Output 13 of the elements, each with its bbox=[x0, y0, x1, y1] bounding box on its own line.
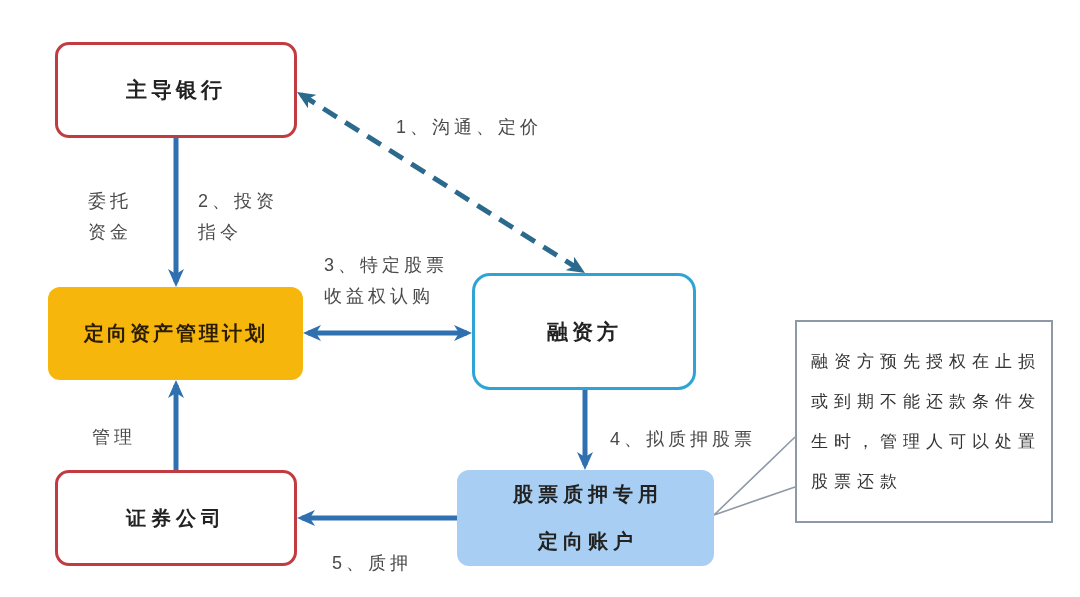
process-box: 定向资产管理计划 bbox=[48, 287, 303, 380]
process-box: 证券公司 bbox=[55, 470, 297, 566]
arrow bbox=[577, 390, 593, 470]
arrow bbox=[303, 325, 472, 341]
callout-box: 融资方预先授权在止损或到期不能还款条件发生时，管理人可以处置股票还款 bbox=[795, 320, 1053, 523]
process-box: 股票质押专用定向账户 bbox=[457, 470, 714, 566]
arrow bbox=[297, 510, 457, 526]
dashed-arrow bbox=[297, 92, 585, 273]
arrow bbox=[168, 380, 184, 470]
process-box: 主导银行 bbox=[55, 42, 297, 138]
arrow bbox=[168, 138, 184, 287]
process-box: 融资方 bbox=[472, 273, 696, 390]
callout-pointer bbox=[713, 436, 796, 516]
